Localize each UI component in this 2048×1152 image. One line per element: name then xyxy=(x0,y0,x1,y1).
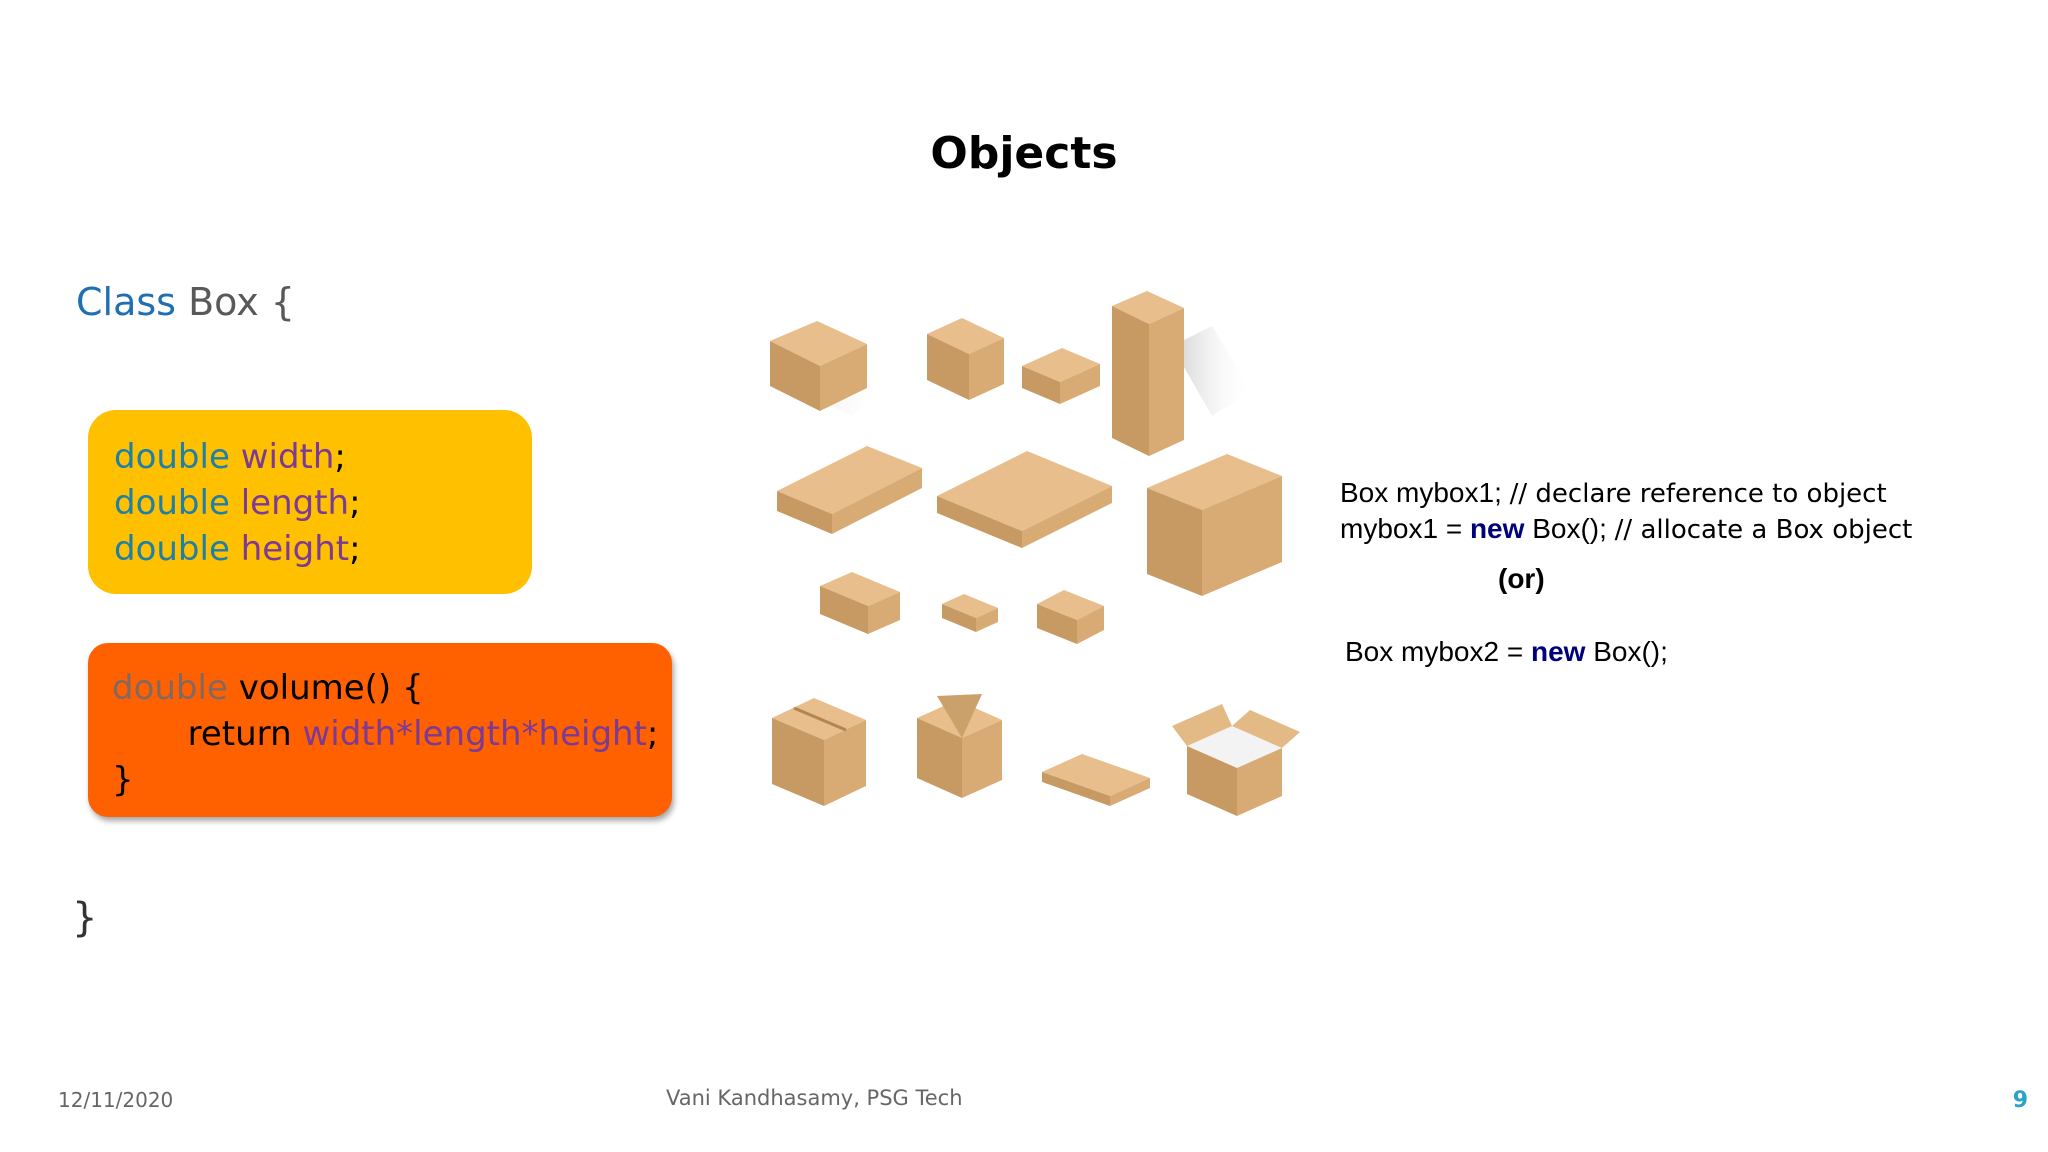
class-keyword: Class xyxy=(76,280,176,324)
method-name: volume() { xyxy=(227,668,424,708)
code-comment: // allocate a Box object xyxy=(1614,515,1913,545)
footer-date: 12/11/2020 xyxy=(58,1088,174,1112)
code-comment: // declare reference to object xyxy=(1509,479,1887,509)
box-icon xyxy=(777,446,922,534)
box-icon xyxy=(1022,348,1100,404)
box-icon xyxy=(917,694,1002,798)
code-text: Box mybox2 = xyxy=(1345,636,1531,667)
method-end: ; xyxy=(646,714,659,754)
method-close: } xyxy=(112,757,672,803)
box-icon xyxy=(1112,291,1252,456)
field-name: length xyxy=(240,483,350,523)
page-number: 9 xyxy=(2012,1088,2028,1113)
declare-reference-line: Box mybox1; // declare reference to obje… xyxy=(1340,477,1887,509)
method-close-brace: } xyxy=(112,760,134,800)
box-icon xyxy=(1147,454,1297,596)
code-text: Box mybox1; xyxy=(1340,477,1510,508)
code-text: Box(); xyxy=(1524,513,1615,544)
field-end: ; xyxy=(334,437,346,477)
class-close-brace: } xyxy=(72,895,98,941)
allocate-object-line: mybox1 = new Box(); // allocate a Box ob… xyxy=(1340,513,1912,545)
method-box: double volume() { return width*length*he… xyxy=(88,643,672,817)
class-declaration: Class Box { xyxy=(76,280,295,324)
field-name: height xyxy=(240,529,350,569)
return-expression: width*length*height xyxy=(302,714,647,754)
new-keyword: new xyxy=(1469,513,1525,544)
or-separator: (or) xyxy=(1498,563,1545,594)
field-end: ; xyxy=(349,483,361,523)
field-type: double xyxy=(114,529,230,569)
footer-author: Vani Kandhasamy, PSG Tech xyxy=(666,1086,963,1110)
class-name: Box { xyxy=(175,280,295,324)
box-icon xyxy=(937,451,1112,548)
tray-icon xyxy=(1042,754,1150,806)
method-return-type: double xyxy=(112,668,228,708)
box-icon xyxy=(770,321,882,416)
box-icon xyxy=(942,594,998,632)
method-body: return width*length*height; xyxy=(112,711,672,757)
combined-declaration-line: Box mybox2 = new Box(); xyxy=(1345,636,1668,668)
cardboard-boxes-illustration xyxy=(770,291,1300,816)
box-icon xyxy=(927,318,1004,400)
code-text: Box(); xyxy=(1585,636,1668,667)
field-type: double xyxy=(114,483,230,523)
new-keyword: new xyxy=(1530,636,1586,667)
method-signature: double volume() { xyxy=(112,665,672,711)
box-icon xyxy=(772,698,866,806)
box-icon xyxy=(820,572,900,634)
slide-title: Objects xyxy=(930,128,1118,179)
field-line: double length; xyxy=(114,480,532,526)
code-text: mybox1 = xyxy=(1340,513,1470,544)
box-icon xyxy=(1037,590,1104,644)
fields-box: double width; double length; double heig… xyxy=(88,410,532,594)
field-line: double width; xyxy=(114,434,532,480)
return-keyword: return xyxy=(187,714,303,754)
open-box-icon xyxy=(1172,704,1300,816)
field-name: width xyxy=(240,437,335,477)
field-type: double xyxy=(114,437,230,477)
field-end: ; xyxy=(349,529,361,569)
field-line: double height; xyxy=(114,526,532,572)
